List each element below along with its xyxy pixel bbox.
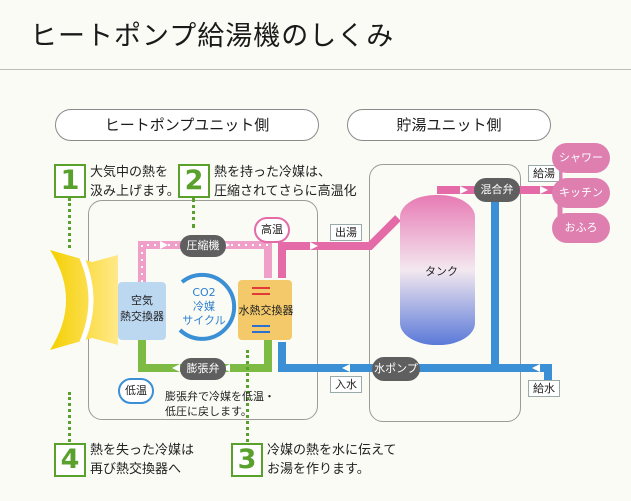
heat-transfer-arrows <box>252 287 270 333</box>
low-temp-label: 低温 <box>118 378 154 404</box>
step-2-leader <box>192 198 195 228</box>
compressor-node: 圧縮機 <box>180 235 226 257</box>
step-4-leader <box>68 392 71 442</box>
cycle-arrow-icon <box>178 272 237 341</box>
step-4-number: 4 <box>54 443 86 477</box>
air-heat-exchanger <box>118 282 166 340</box>
water-exchanger-label: 水熱交換器 <box>238 304 294 317</box>
outlet-kitchen: キッチン <box>552 178 610 208</box>
step-2-number: 2 <box>178 164 210 198</box>
air-exchanger-label: 空気 熱交換器 <box>120 294 164 323</box>
high-temp-label: 高温 <box>254 217 290 243</box>
step-1-text: 大気中の熱を 汲み上げます。 <box>90 165 180 199</box>
step-4-text: 熱を失った冷媒は 再び熱交換器へ <box>90 443 195 477</box>
page-title: ヒートポンプ給湯機のしくみ <box>30 21 395 52</box>
water-heat-exchanger <box>238 280 292 340</box>
step-3-number: 3 <box>231 443 263 477</box>
step-3-text: 冷媒の熱を水に伝えて お湯を作ります。 <box>267 443 397 477</box>
water-supply-tag: 給水 <box>528 380 560 397</box>
hot-water-outlet-pipe <box>278 215 401 278</box>
mixing-valve-node: 混合弁 <box>474 178 520 202</box>
step-3-leader <box>246 350 249 442</box>
storage-tank <box>400 195 475 345</box>
expansion-valve-node: 膨張弁 <box>180 358 226 380</box>
hot-supply-tag: 給湯 <box>528 165 560 182</box>
water-pump-node: 水ポンプ <box>372 357 420 381</box>
water-in-tag: 入水 <box>330 376 362 393</box>
fan-blades-icon <box>50 250 118 350</box>
title-divider <box>0 69 631 70</box>
section-header-heatpump: ヒートポンプユニット側 <box>55 109 319 141</box>
outlet-shower: シャワー <box>552 143 610 173</box>
outlet-bath: おふろ <box>552 213 610 243</box>
hot-out-tag: 出湯 <box>330 224 362 241</box>
step-1-number: 1 <box>54 164 86 198</box>
fan-hub <box>79 257 94 343</box>
section-header-storage: 貯湯ユニット側 <box>347 109 551 141</box>
tank-label: タンク <box>425 265 458 278</box>
expansion-note: 膨張弁で冷媒を低温・ 低圧に戻します。 <box>165 390 275 418</box>
step-2-text: 熱を持った冷媒は、 圧縮されてさらに高温化 <box>214 165 357 199</box>
step-1-leader <box>68 198 71 248</box>
cycle-label: CO2 冷媒 サイクル <box>182 286 226 327</box>
